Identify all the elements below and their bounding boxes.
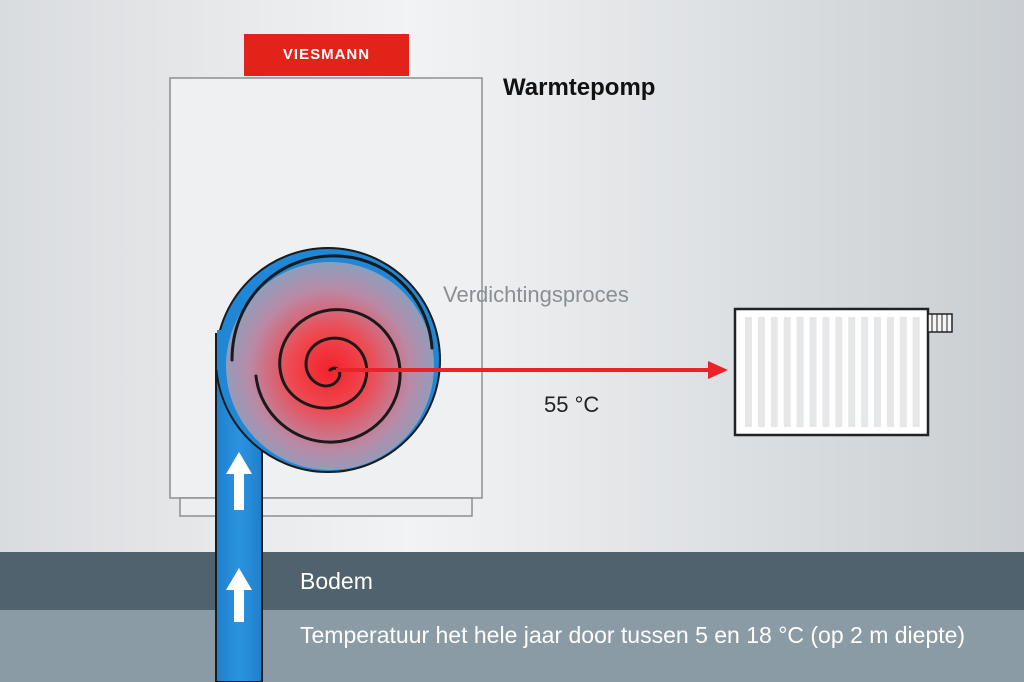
brand-logo	[244, 34, 409, 76]
radiator-fin	[886, 317, 894, 427]
ground-label: Bodem	[300, 568, 373, 594]
output-temperature-label: 55 °C	[544, 392, 600, 417]
compression-process-label: Verdichtingsproces	[443, 282, 629, 307]
up-arrow-icon	[226, 452, 252, 510]
spiral-outer-curve	[230, 254, 434, 362]
ground-deep-band	[0, 610, 1024, 682]
radiator-fin	[809, 317, 817, 427]
brand-logo-text: VIESMANN	[282, 46, 371, 63]
radiator-fin	[745, 317, 752, 427]
diagram-title: Warmtepomp	[503, 74, 656, 101]
spiral-heat-core	[226, 262, 434, 470]
pipe-and-spiral	[215, 247, 441, 682]
radiator-fin	[783, 317, 791, 427]
radiator-fin	[861, 317, 869, 427]
radiator-fin	[835, 317, 843, 427]
ground-temperature-note: Temperatuur het hele jaar door tussen 5 …	[300, 622, 966, 648]
heat-output-arrow	[336, 361, 728, 379]
up-arrow-icon	[226, 568, 252, 622]
spiral-icon	[254, 308, 402, 444]
radiator-fin	[822, 317, 830, 427]
radiator-fin	[899, 317, 907, 427]
radiator-fin	[912, 317, 920, 427]
radiator-icon	[733, 307, 953, 437]
radiator-fin	[796, 317, 804, 427]
radiator-fin	[770, 317, 778, 427]
radiator-fin	[757, 317, 765, 427]
ground-surface-band	[0, 552, 1024, 610]
radiator-fin	[874, 317, 881, 427]
radiator-fin	[848, 317, 856, 427]
